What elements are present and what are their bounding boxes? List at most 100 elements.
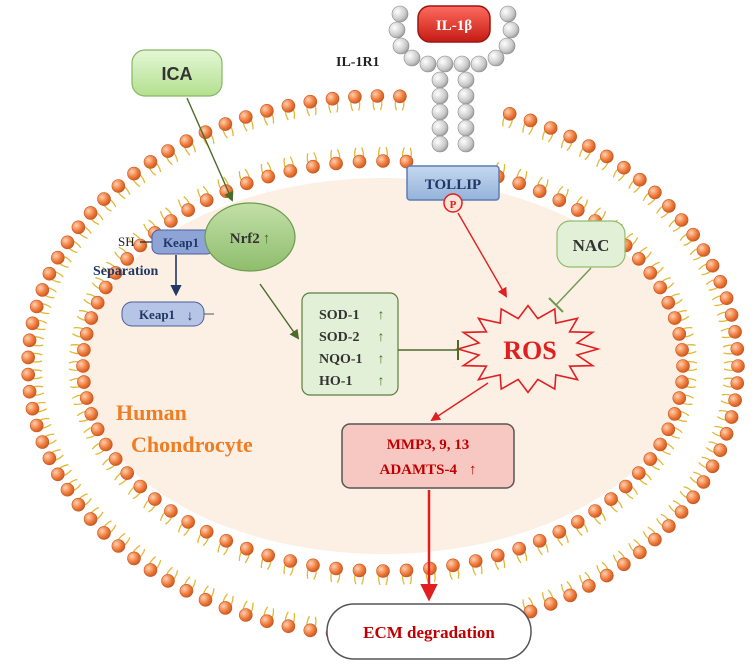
lipid-head (21, 367, 36, 382)
lipid-head (552, 193, 567, 207)
lipid-head (60, 235, 75, 250)
lipid-head (633, 545, 647, 560)
lipid-head (35, 435, 50, 449)
lipid-head (731, 359, 745, 373)
lipid-head (161, 574, 175, 588)
lipid-head (653, 437, 668, 452)
lipid-head (79, 327, 94, 341)
phospho-label: P (450, 199, 457, 211)
keap1-nrf2-complex: SH Keap1 Nrf2↑ Separation Keap1 ↓ (93, 202, 296, 327)
lipid-head (84, 407, 99, 421)
lipid-head (643, 452, 658, 466)
lipid-head (648, 185, 662, 200)
il1b-label: IL-1β (436, 18, 472, 34)
lipid-head (633, 172, 647, 187)
lipid-head (490, 548, 505, 563)
lipid-head (111, 179, 126, 193)
lipid-head (179, 583, 194, 598)
lipid-head (563, 588, 578, 603)
receptor-bead (431, 71, 449, 89)
il1b-ligand: IL-1β (417, 5, 491, 43)
mmp-line1: MMP3, 9, 13 (387, 437, 469, 453)
receptor-bead (502, 21, 520, 39)
lipid-head (599, 149, 614, 164)
lipid-head (108, 266, 123, 280)
lipid-head (631, 252, 646, 266)
lipid-head (261, 169, 276, 184)
lipid-head (97, 526, 111, 540)
ica-to-nrf2-arrow (186, 97, 234, 202)
receptor-bead (392, 37, 410, 55)
lipid-head (674, 213, 689, 227)
lipid-head (22, 384, 37, 399)
lipid-head (523, 113, 538, 128)
lipid-head (84, 311, 99, 325)
lipid-head (376, 564, 390, 578)
lipid-head (127, 166, 141, 181)
lipid-head (240, 176, 254, 191)
ecm-label: ECM degradation (363, 623, 495, 642)
nrf2-protein (204, 202, 296, 272)
lipid-head (198, 125, 213, 139)
ros-star (455, 304, 601, 394)
lipid-head (653, 280, 668, 295)
lipid-head (325, 91, 340, 106)
lipid-head (719, 426, 734, 441)
lipid-head (696, 243, 711, 257)
receptor-bead (457, 135, 475, 153)
antioxidant-item: HO-1 (319, 374, 352, 389)
lipid-head (582, 139, 596, 153)
lipid-head (563, 129, 578, 144)
tollip-to-ros-arrow (457, 212, 507, 298)
keap1-bound-label: Keap1 (163, 235, 199, 250)
lipid-head (164, 214, 178, 228)
lipid-head (77, 375, 91, 389)
separation-label: Separation (93, 264, 159, 279)
receptor-bead (419, 55, 437, 73)
lipid-head (306, 159, 320, 174)
lipid-head (617, 160, 631, 175)
lipid-head (83, 206, 98, 220)
lipid-head (25, 401, 40, 416)
lipid-head (42, 266, 57, 281)
receptor-bead (431, 103, 449, 121)
receptor-bead (431, 119, 449, 137)
nrf2-to-antioxidant-arrow (259, 283, 300, 340)
lipid-head (181, 515, 195, 529)
up-arrow-icon: ↑ (378, 352, 385, 367)
antioxidant-item: NQO-1 (319, 352, 363, 367)
lipid-head (686, 227, 701, 242)
lipid-head (260, 104, 274, 118)
nac-inhibits-ros (555, 267, 592, 306)
lipid-head (42, 451, 57, 466)
ecm-outcome: ECM degradation (326, 603, 532, 660)
tollip-adaptor: TOLLIP P (406, 165, 500, 213)
lipid-head (672, 391, 687, 405)
lipid-head (675, 343, 689, 357)
receptor-bead (457, 103, 475, 121)
lipid-head (728, 393, 742, 408)
lipid-head (674, 505, 689, 519)
lipid-head (281, 619, 296, 634)
lipid-head (29, 418, 44, 433)
lipid-head (60, 482, 75, 497)
lipid-head (198, 592, 213, 607)
lipid-head (730, 376, 745, 390)
sh-label: SH (118, 234, 135, 249)
lipid-head (219, 533, 234, 548)
lipid-head (719, 291, 734, 306)
lipid-head (543, 597, 558, 611)
lipid-head (283, 554, 298, 568)
lipid-head (90, 422, 105, 437)
receptor-bead (457, 71, 475, 89)
lipid-head (667, 407, 682, 421)
lipid-head (329, 156, 343, 171)
lipid-head (552, 524, 567, 539)
up-arrow-icon: ↑ (378, 374, 385, 389)
lipid-head (661, 295, 676, 310)
lipid-head (133, 238, 148, 253)
lipid-head (218, 117, 233, 131)
lipid-head (705, 258, 720, 273)
mmp-box: MMP3, 9, 13 ADAMTS-4↑ (341, 423, 515, 489)
lipid-head (604, 492, 618, 506)
